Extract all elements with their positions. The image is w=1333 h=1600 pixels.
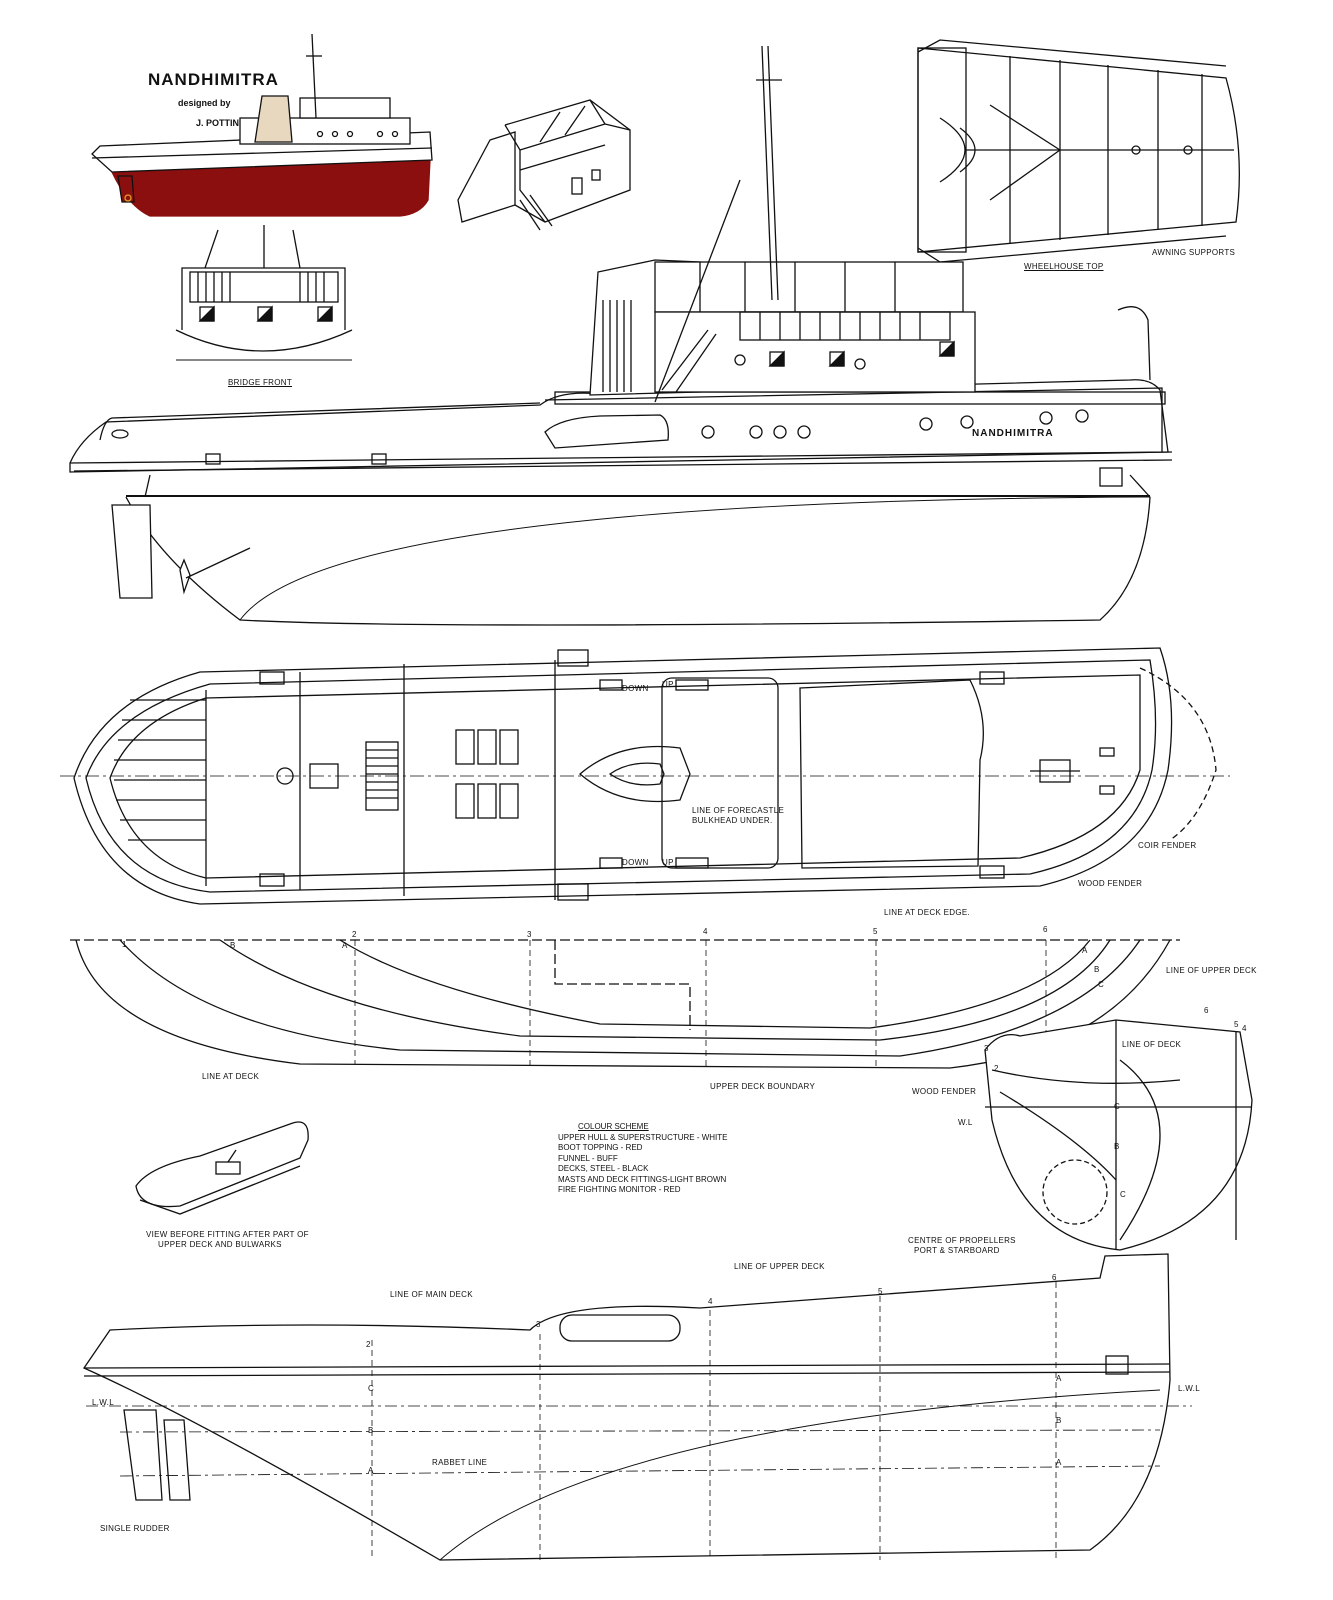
centre-of-propellers-label-1: CENTRE OF PROPELLERS [908, 1236, 1016, 1245]
waterline-mark: B [230, 941, 236, 950]
station-mark: 4 [703, 927, 708, 936]
station-mark: 3 [536, 1320, 541, 1329]
waterline-mark: A [342, 941, 348, 950]
line-at-deck-edge-label: LINE AT DECK EDGE. [884, 908, 971, 917]
station-mark: 5 [873, 927, 878, 936]
waterline-mark: C [368, 1384, 374, 1393]
colour-scheme-line: BOOT TOPPING - RED [558, 1143, 643, 1152]
upper-deck-boundary-label: UPPER DECK BOUNDARY [710, 1082, 816, 1091]
view-before-fitting-label-1: VIEW BEFORE FITTING AFTER PART OF [146, 1230, 309, 1239]
section-mark: 6 [1204, 1006, 1209, 1015]
colour-scheme-line: MASTS AND DECK FITTINGS-LIGHT BROWN [558, 1174, 727, 1184]
wheelhouse-top-view [917, 39, 1240, 263]
profile-elevation [69, 45, 1173, 626]
wood-fender-label: WOOD FENDER [1078, 879, 1143, 888]
waterline-mark: A [1082, 946, 1088, 955]
station-mark: 6 [1043, 925, 1048, 934]
section-mark: 3 [984, 1044, 989, 1053]
line-of-upper-deck-section-label: LINE OF UPPER DECK [1166, 966, 1257, 975]
single-rudder-label: SINGLE RUDDER [100, 1524, 170, 1533]
hull-name-lettering: NANDHIMITRA [972, 428, 1054, 439]
body-section-view [984, 1019, 1253, 1251]
colour-thumbnail [91, 33, 433, 217]
colour-scheme-notes: COLOUR SCHEME UPPER HULL & SUPERSTRUCTUR… [558, 1122, 728, 1196]
station-mark: 2 [352, 930, 357, 939]
view-before-fitting-label-2: UPPER DECK AND BULWARKS [158, 1240, 282, 1249]
upper-deck-fitting-sketch [135, 1121, 309, 1215]
waterline-mark: C [1098, 980, 1104, 989]
colour-scheme-line: UPPER HULL & SUPERSTRUCTURE - WHITE [558, 1132, 728, 1142]
centre-of-propellers-label-2: PORT & STARBOARD [914, 1246, 1000, 1255]
line-of-deck-label: LINE OF DECK [1122, 1040, 1182, 1049]
stairs-up-label-2: UP [662, 858, 674, 867]
line-of-upper-deck-label: LINE OF UPPER DECK [734, 1262, 825, 1271]
lines-plan [70, 939, 1180, 1069]
station-mark: 6 [1052, 1273, 1057, 1282]
waterline-section-label: W.L [958, 1118, 973, 1127]
stairs-up-label-1: UP [662, 680, 674, 689]
bridge-front-label: BRIDGE FRONT [228, 378, 293, 387]
stairs-down-label-1: DOWN [622, 684, 649, 693]
awning-supports-label: AWNING SUPPORTS [1152, 248, 1236, 257]
forecastle-line-label-2: BULKHEAD UNDER. [692, 816, 773, 825]
waterline-mark: C [1120, 1190, 1126, 1199]
waterline-mark: B [1056, 1416, 1062, 1425]
wheelhouse-perspective-sketch [457, 99, 631, 231]
section-mark: 4 [1242, 1024, 1247, 1033]
colour-scheme-line: DECKS, STEEL - BLACK [558, 1164, 649, 1173]
station-mark: 5 [878, 1287, 883, 1296]
section-mark: 2 [994, 1064, 999, 1073]
lwl-left-label: L.W.L [92, 1398, 114, 1407]
wood-fender-section-label: WOOD FENDER [912, 1087, 977, 1096]
waterline-mark: B [1114, 1142, 1120, 1151]
coir-fender-label: COIR FENDER [1138, 841, 1197, 850]
waterline-mark: B [368, 1426, 374, 1435]
vessel-title: NANDHIMITRA [148, 70, 279, 89]
designed-by-label: designed by [178, 98, 231, 108]
waterline-mark: A [368, 1466, 374, 1475]
waterline-mark: C [1114, 1102, 1120, 1111]
lwl-right-label: L.W.L [1178, 1384, 1200, 1393]
line-of-main-deck-label: LINE OF MAIN DECK [390, 1290, 473, 1299]
bridge-front-view [175, 225, 353, 361]
waterline-mark: A [1056, 1374, 1062, 1383]
colour-scheme-line: FIRE FIGHTING MONITOR - RED [558, 1185, 681, 1194]
construction-profile [83, 1253, 1192, 1561]
colour-scheme-line: FUNNEL - BUFF [558, 1153, 618, 1163]
deck-plan [60, 647, 1230, 905]
station-mark: 1 [122, 940, 127, 949]
rabbet-line-label: RABBET LINE [432, 1458, 488, 1467]
line-at-deck-label: LINE AT DECK [202, 1072, 260, 1081]
station-mark: 4 [708, 1297, 713, 1306]
stairs-down-label-2: DOWN [622, 858, 649, 867]
colour-scheme-heading: COLOUR SCHEME [578, 1122, 649, 1131]
station-mark: 3 [527, 930, 532, 939]
wheelhouse-top-label: WHEELHOUSE TOP [1024, 262, 1104, 271]
waterline-mark: B [1094, 965, 1100, 974]
designer-name: J. POTTIN [196, 118, 240, 128]
section-mark: 5 [1234, 1020, 1239, 1029]
forecastle-line-label-1: LINE OF FORECASTLE [692, 806, 785, 815]
waterline-mark: A [1056, 1458, 1062, 1467]
station-mark: 2 [366, 1340, 371, 1349]
